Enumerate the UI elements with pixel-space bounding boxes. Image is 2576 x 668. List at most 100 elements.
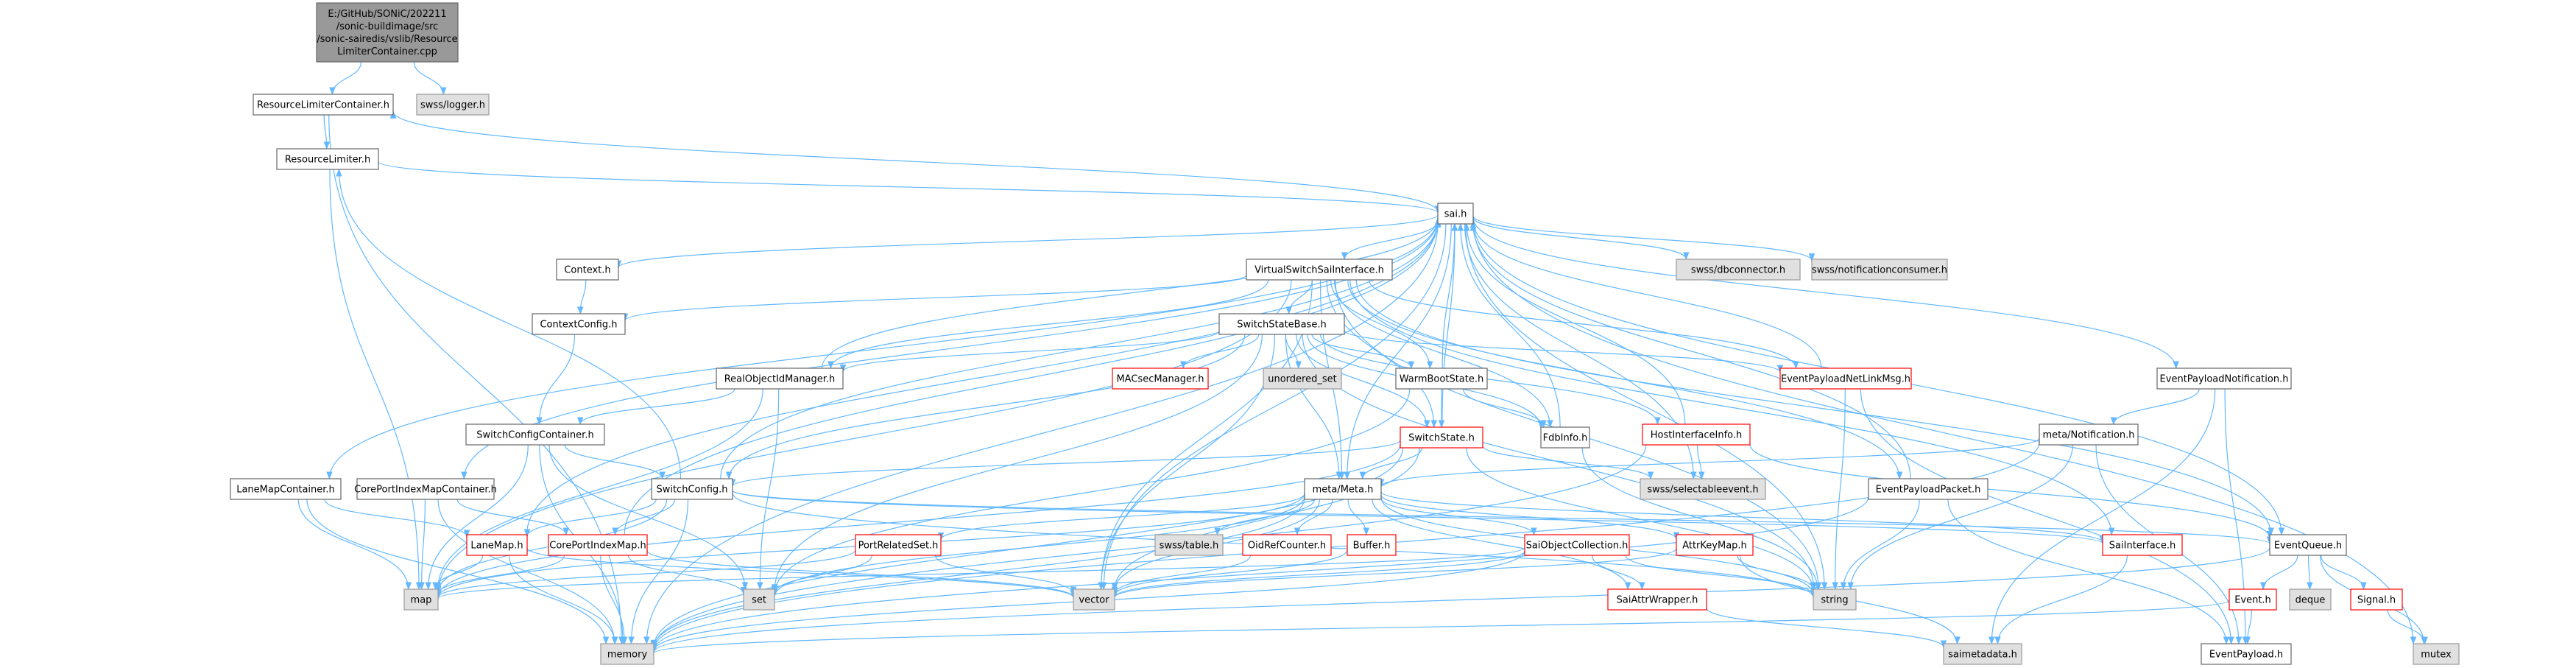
node-label-buffer: Buffer.h bbox=[1353, 541, 1391, 552]
node-box-eventpacket bbox=[1868, 478, 1989, 500]
edge-rl-to-map bbox=[329, 169, 423, 591]
node-context[interactable]: Context.h bbox=[556, 259, 619, 281]
node-rl[interactable]: ResourceLimiter.h bbox=[276, 148, 379, 170]
node-coreportcontainer[interactable]: CorePortIndexMapContainer.h bbox=[354, 478, 497, 500]
node-warmboot[interactable]: WarmBootState.h bbox=[1395, 368, 1488, 390]
edge-lanemap-to-map bbox=[432, 555, 484, 591]
edge-eventpn-to-metanotification bbox=[2110, 388, 2200, 426]
node-event[interactable]: Event.h bbox=[2229, 588, 2277, 611]
node-buffer[interactable]: Buffer.h bbox=[1347, 534, 1397, 556]
edge-ssbase-to-realobj bbox=[839, 330, 1220, 373]
edge-ssbase-to-metameta bbox=[1285, 334, 1343, 480]
node-map: map bbox=[403, 588, 439, 611]
node-metanotification[interactable]: meta/Notification.h bbox=[2039, 423, 2139, 446]
edge-ssbase-to-hostif bbox=[1319, 334, 1661, 426]
node-switchconfigcontainer[interactable]: SwitchConfigContainer.h bbox=[465, 423, 605, 446]
node-realobj[interactable]: RealObjectIdManager.h bbox=[716, 368, 844, 390]
edge-eventnetlink-to-eventpayload bbox=[1860, 388, 2234, 645]
edge-eventpacket-to-sai bbox=[1469, 222, 1911, 479]
node-label-saiinterface: SaiInterface.h bbox=[2109, 541, 2176, 552]
node-box-set bbox=[743, 588, 775, 611]
edge-contextconfig-to-switchconfigcontainer bbox=[536, 334, 576, 426]
edge-metameta-to-buffer bbox=[1347, 499, 1370, 536]
node-label-event: Event.h bbox=[2234, 595, 2271, 606]
node-dbconnector: swss/dbconnector.h bbox=[1676, 259, 1801, 281]
node-coreportmap[interactable]: CorePortIndexMap.h bbox=[548, 534, 648, 556]
edge-switchconfig-to-memory bbox=[628, 499, 689, 645]
node-box-coreportmap bbox=[548, 534, 648, 556]
edge-fdbinfo-to-string bbox=[1581, 447, 1821, 591]
edge-saiobjcoll-to-map bbox=[435, 546, 1525, 600]
node-ssbase[interactable]: SwitchStateBase.h bbox=[1218, 313, 1345, 335]
edge-saiobjcoll-to-vector bbox=[1111, 550, 1525, 598]
edge-eventpacket-to-eventpayload bbox=[1947, 499, 2230, 645]
edge-ssbase-to-macsec bbox=[1179, 334, 1260, 370]
node-box-switchstate bbox=[1400, 426, 1483, 449]
edge-vssai-to-eventqueue bbox=[1355, 279, 2274, 536]
node-eventpn[interactable]: EventPayloadNotification.h bbox=[2156, 368, 2292, 390]
node-rlc[interactable]: ResourceLimiterContainer.h bbox=[253, 94, 394, 116]
node-box-context bbox=[556, 259, 619, 281]
node-saiattrwrapper[interactable]: SaiAttrWrapper.h bbox=[1607, 588, 1707, 611]
edge-lanemap-to-memory bbox=[509, 555, 618, 645]
edge-switchstate-to-sai bbox=[1441, 222, 1458, 428]
node-switchconfig[interactable]: SwitchConfig.h bbox=[651, 478, 733, 500]
node-eventpacket[interactable]: EventPayloadPacket.h bbox=[1868, 478, 1989, 500]
node-box-oidrefcounter bbox=[1242, 534, 1332, 556]
edge-saiobjcoll-to-saiattrwrapper bbox=[1592, 555, 1645, 591]
node-vssai[interactable]: VirtualSwitchSaiInterface.h bbox=[1246, 259, 1393, 281]
node-saiinterface[interactable]: SaiInterface.h bbox=[2102, 534, 2183, 556]
node-eventqueue[interactable]: EventQueue.h bbox=[2269, 534, 2347, 556]
node-oidrefcounter[interactable]: OidRefCounter.h bbox=[1242, 534, 1332, 556]
node-lanemap[interactable]: LaneMap.h bbox=[466, 534, 528, 556]
node-fdbinfo[interactable]: FdbInfo.h bbox=[1540, 426, 1590, 449]
node-hostif[interactable]: HostInterfaceInfo.h bbox=[1642, 423, 1751, 446]
node-label-coreportmap: CorePortIndexMap.h bbox=[549, 541, 646, 552]
node-eventnetlink[interactable]: EventPayloadNetLinkMsg.h bbox=[1779, 368, 1912, 390]
node-box-dbconnector bbox=[1676, 259, 1801, 281]
edge-fdbinfo-to-sai bbox=[1457, 222, 1561, 428]
node-label-root: /sonic-buildimage/src bbox=[336, 21, 439, 32]
node-sai[interactable]: sai.h bbox=[1437, 203, 1474, 225]
edge-event-to-memory bbox=[651, 600, 2230, 654]
edge-eventpacket-to-string bbox=[1840, 499, 1920, 591]
node-saiobjcoll[interactable]: SaiObjectCollection.h bbox=[1524, 534, 1630, 556]
node-switchstate[interactable]: SwitchState.h bbox=[1400, 426, 1483, 449]
edge-sai-to-metameta bbox=[1344, 223, 1452, 480]
node-macsec[interactable]: MACsecManager.h bbox=[1112, 368, 1209, 390]
edge-eventpacket-to-memory bbox=[650, 496, 1869, 652]
node-label-saimetadata: saimetadata.h bbox=[1948, 650, 2017, 661]
node-label-vssai: VirtualSwitchSaiInterface.h bbox=[1255, 265, 1384, 276]
node-root[interactable]: E:/GitHub/SONiC/202211/sonic-buildimage/… bbox=[316, 2, 459, 63]
node-lanemapcontainer[interactable]: LaneMapContainer.h bbox=[230, 478, 342, 500]
node-signal[interactable]: Signal.h bbox=[2350, 588, 2403, 611]
node-box-macsec bbox=[1112, 368, 1209, 390]
node-label-root: E:/GitHub/SONiC/202211 bbox=[328, 9, 446, 20]
edge-hostif-to-eventqueue bbox=[1749, 444, 2273, 539]
edge-coreportmap-to-map bbox=[434, 555, 565, 595]
node-box-switchconfig bbox=[651, 478, 733, 500]
node-contextconfig[interactable]: ContextConfig.h bbox=[532, 313, 626, 335]
node-label-oidrefcounter: OidRefCounter.h bbox=[1248, 541, 1326, 552]
edge-vssai-to-vector bbox=[1098, 279, 1313, 591]
edge-eventqueue-to-deque bbox=[2307, 555, 2313, 591]
node-eventpayload[interactable]: EventPayload.h bbox=[2201, 643, 2292, 665]
node-notifconsumer: swss/notificationconsumer.h bbox=[1811, 259, 1948, 281]
node-label-map: map bbox=[411, 595, 432, 606]
edge-vssai-to-map bbox=[434, 279, 1292, 594]
node-box-swsstable bbox=[1154, 534, 1224, 556]
node-label-unordered_set: unordered_set bbox=[1268, 374, 1336, 385]
edge-eventqueue-to-memory bbox=[650, 547, 2270, 653]
node-metameta[interactable]: meta/Meta.h bbox=[1304, 478, 1382, 500]
node-attrkeymap[interactable]: AttrKeyMap.h bbox=[1676, 534, 1754, 556]
node-portrelatedset[interactable]: PortRelatedSet.h bbox=[855, 534, 942, 556]
edge-coreportmap-to-sai bbox=[624, 219, 1441, 535]
edge-vssai-to-ssbase bbox=[1285, 279, 1313, 315]
node-label-saiattrwrapper: SaiAttrWrapper.h bbox=[1617, 595, 1698, 606]
node-set: set bbox=[743, 588, 775, 611]
node-label-mutex: mutex bbox=[2421, 650, 2452, 661]
edge-sai-to-rlc bbox=[389, 110, 1439, 212]
edge-warmboot-to-set bbox=[771, 388, 1411, 596]
node-box-saiattrwrapper bbox=[1607, 588, 1707, 611]
node-box-event bbox=[2229, 588, 2277, 611]
